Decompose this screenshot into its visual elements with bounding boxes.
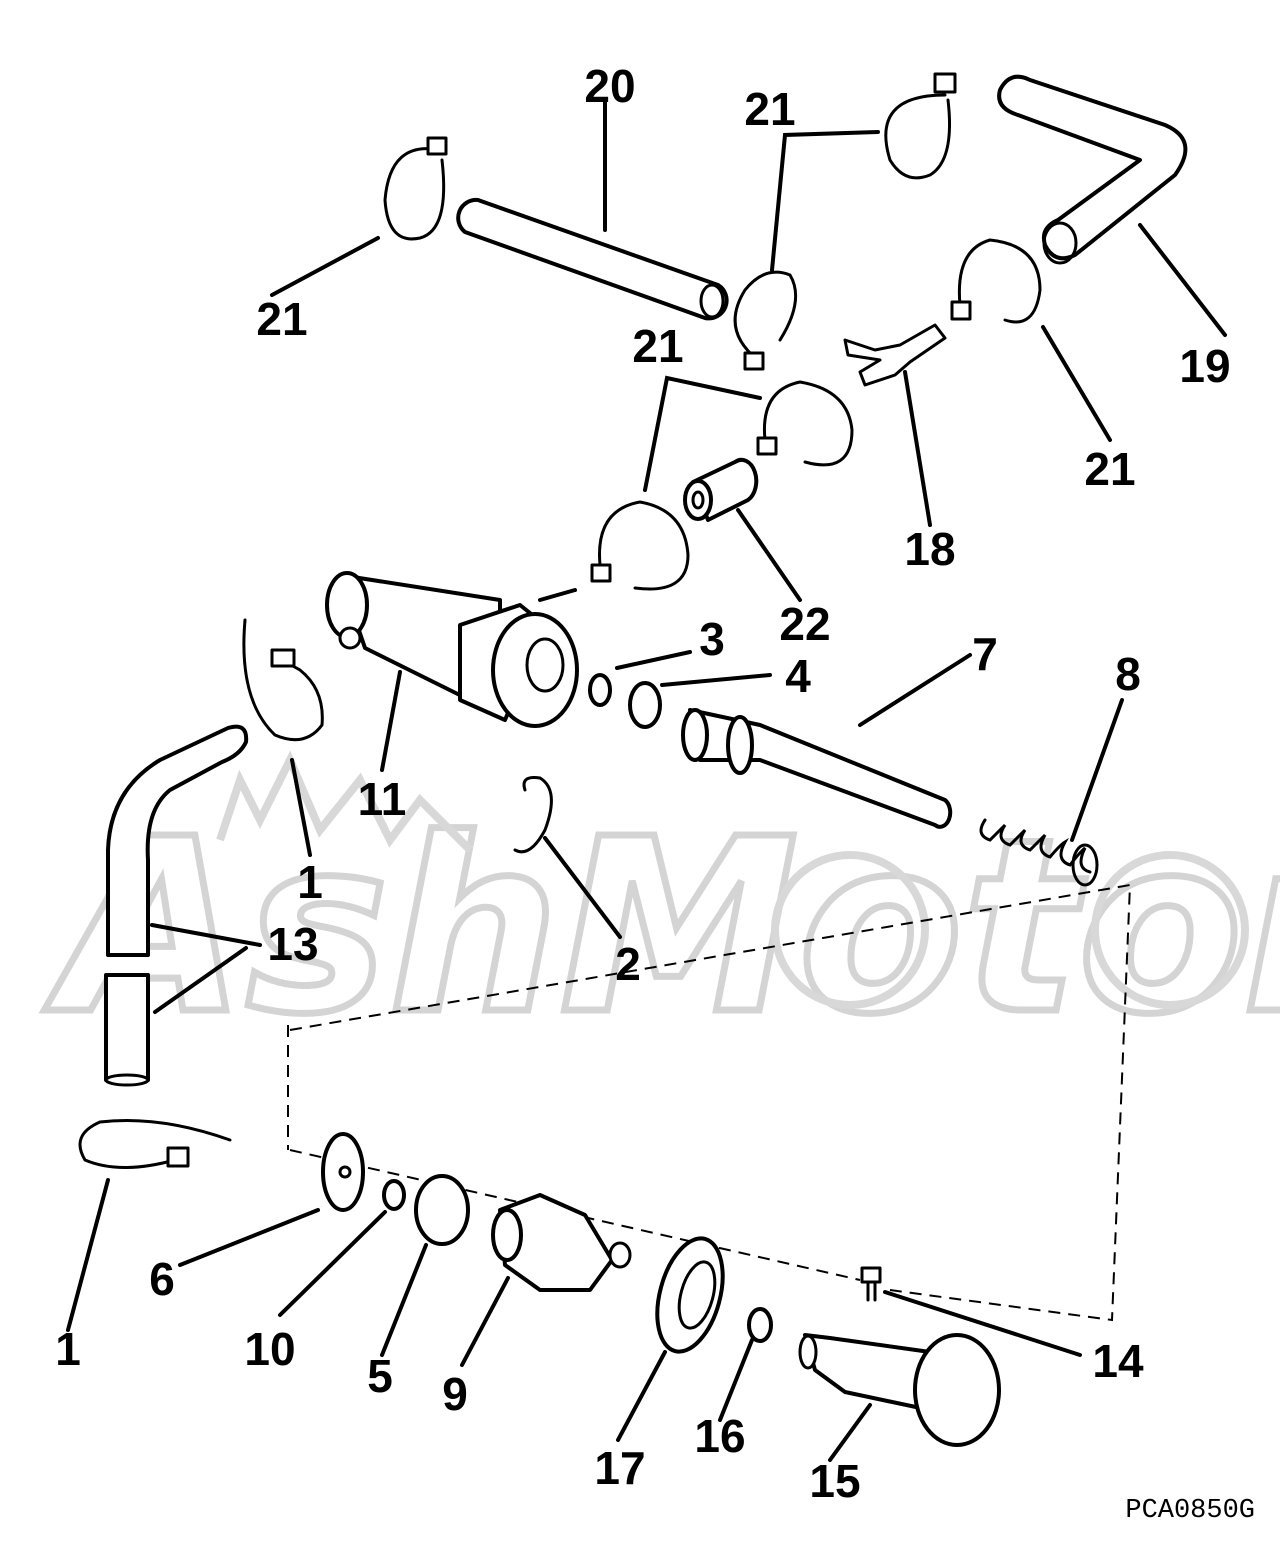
callout-2: 2 [615,938,641,990]
part-15-knob [798,1333,1001,1447]
part-1-clamp [242,618,324,742]
part-13-hose [104,724,249,1087]
callout-8: 8 [1115,648,1141,700]
part-4-o-ring [628,681,662,729]
callout-19: 19 [1179,340,1230,392]
part-3-o-ring [588,673,612,707]
callout-9: 9 [442,1368,468,1420]
part-20-hose [456,197,729,321]
part-1-clamp [78,1119,232,1169]
drawing-code: PCA0850G [1125,1496,1255,1526]
part-11-solenoid [325,571,579,728]
assembly-outline [287,883,1132,1322]
part-5-o-ring [414,1174,470,1246]
part-22-sleeve [683,457,759,522]
callout-20: 20 [584,60,635,112]
watermark-skyline [216,750,473,853]
callout-4: 4 [785,650,811,702]
callout-11: 11 [358,773,407,825]
part-14-screw [860,1266,882,1302]
part-21-tie-strap [733,270,798,371]
leader-lines [66,98,1227,1462]
watermark-wheel [771,851,929,1009]
callout-1: 1 [55,1323,81,1375]
callout-15: 15 [809,1455,860,1507]
callout-13: 13 [267,918,318,970]
callout-21: 21 [256,293,307,345]
part-16-o-ring [747,1307,773,1343]
callout-7: 7 [972,628,998,680]
callout-3: 3 [699,613,725,665]
part-10-o-ring [382,1179,406,1211]
callout-10: 10 [244,1323,295,1375]
part-21-tie-strap [756,380,854,467]
part-19-hose-elbow [997,74,1188,265]
callout-22: 22 [779,598,830,650]
part-7-plunger [681,708,953,829]
callouts: 20 21 21 21 21 19 18 22 3 4 7 8 11 1 13 … [55,60,1230,1507]
part-21-tie-strap [383,136,448,241]
part-9-fitting [491,1193,632,1292]
part-17-retainer [655,1236,725,1354]
callout-21: 21 [1084,443,1135,495]
part-21-tie-strap [950,238,1042,324]
callout-18: 18 [904,523,955,575]
part-6-washer [321,1132,365,1212]
callout-21: 21 [632,320,683,372]
part-2-clip [513,776,553,854]
part-21-tie-strap [590,500,690,591]
part-18-tee-fitting [843,323,947,387]
callout-14: 14 [1092,1335,1144,1387]
callout-21: 21 [744,83,795,135]
callout-6: 6 [149,1253,175,1305]
callout-17: 17 [594,1442,645,1494]
watermark: AshMotor [41,750,1280,1071]
callout-1: 1 [297,856,323,908]
callout-5: 5 [367,1350,393,1402]
part-8-spring [979,818,1099,887]
callout-16: 16 [694,1410,745,1462]
part-21-tie-strap [884,72,957,180]
watermark-wheel [1091,851,1249,1009]
